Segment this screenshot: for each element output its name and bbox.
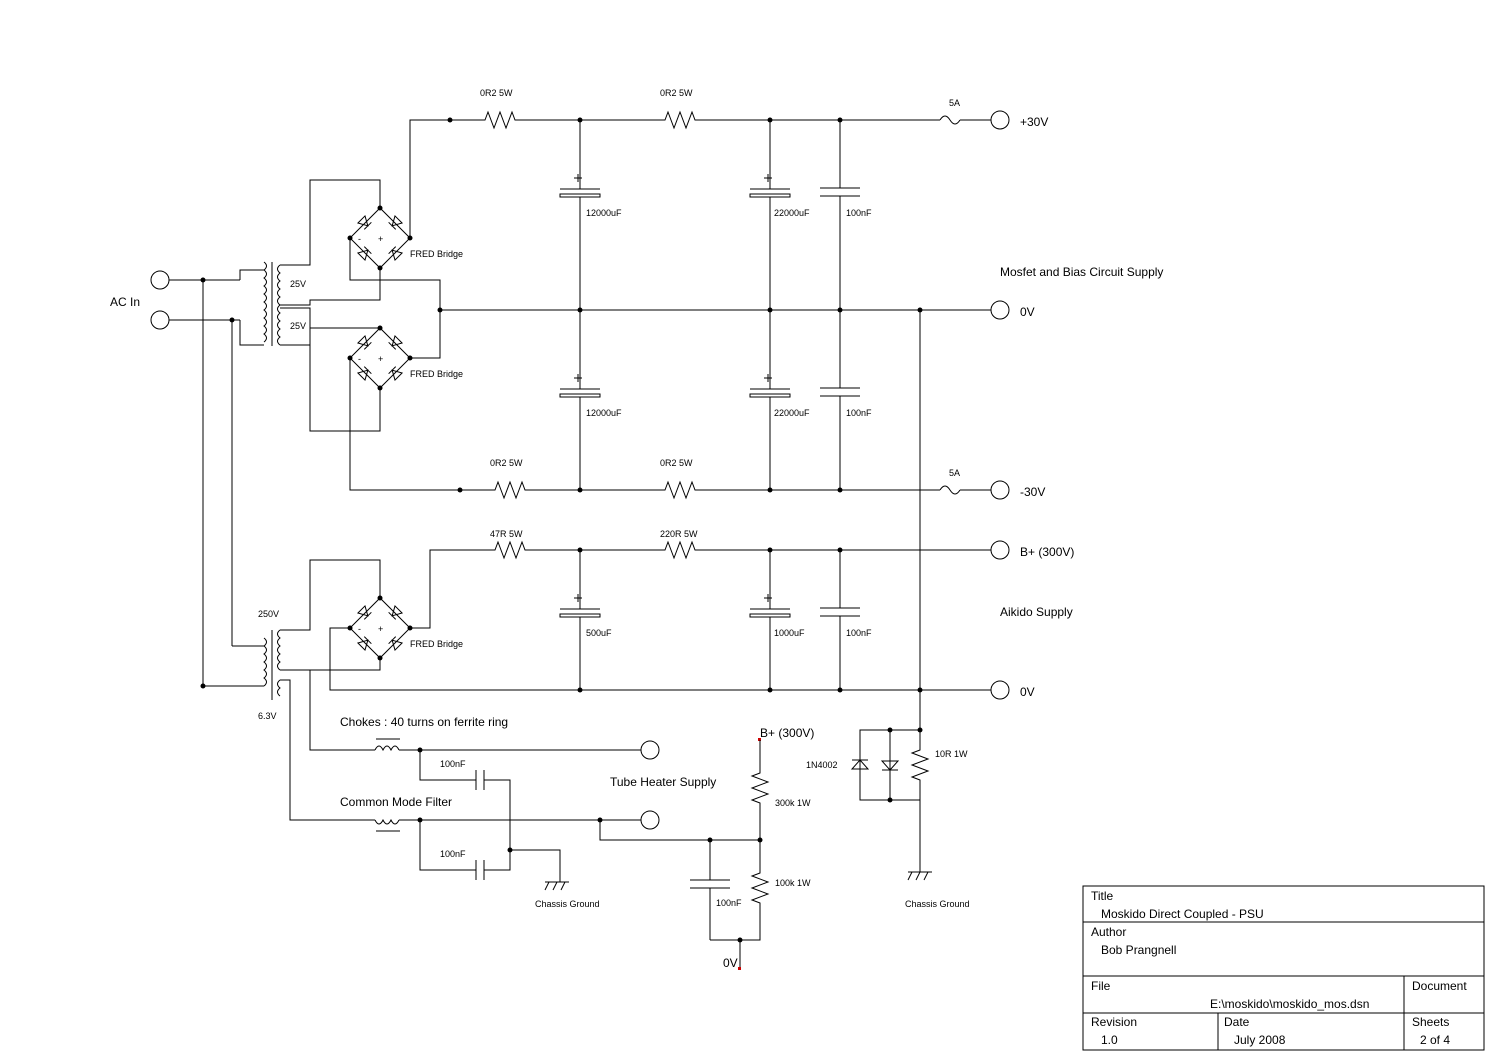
r2-label: 0R2 5W [660, 88, 693, 98]
c7-label: 500uF [586, 628, 612, 638]
title-block: Title Moskido Direct Coupled - PSU Autho… [1082, 885, 1485, 1051]
heater-terminal-1[interactable] [640, 740, 660, 760]
r1-label: 0R2 5W [480, 88, 513, 98]
heater-supply-label: Tube Heater Supply [610, 775, 716, 789]
pos30-label: +30V [1020, 115, 1048, 129]
bridge-3: - + FRED Bridge [329, 549, 580, 691]
zero-v-ref-label: 0V [723, 956, 738, 970]
sec-25v-a-label: 25V [290, 279, 306, 289]
ac-input: AC In [110, 269, 264, 689]
c6-label: 100nF [846, 408, 872, 418]
aikido-supply-label: Aikido Supply [1000, 605, 1073, 619]
chassis-ground-1-label: Chassis Ground [535, 899, 600, 909]
zero-v-a-label: 0V [1020, 305, 1035, 319]
transformer-1: 25V 25V [263, 179, 381, 432]
tb-document-label: Document [1412, 979, 1467, 993]
cap-hf2-label: 100nF [440, 849, 466, 859]
bridge-3-label: FRED Bridge [410, 639, 463, 649]
bplus-rail: 47R 5W 220R 5W B+ (300V) Aikido Supply 5… [489, 529, 1074, 700]
tb-file-value: E:\moskido\moskido_mos.dsn [1210, 997, 1369, 1011]
tb-file-label: File [1091, 979, 1111, 993]
sec-250v-label: 250V [258, 609, 279, 619]
bplus-label: B+ (300V) [1020, 545, 1074, 559]
svg-text:-: - [358, 624, 361, 634]
r4-label: 0R2 5W [660, 458, 693, 468]
bridge-1-label: FRED Bridge [410, 249, 463, 259]
tb-sheets-label: Sheets [1412, 1015, 1449, 1029]
r-10r-label: 10R 1W [935, 749, 968, 759]
neg30-terminal[interactable] [990, 480, 1010, 500]
c2-label: 22000uF [774, 208, 810, 218]
c3-label: 100nF [846, 208, 872, 218]
ac-in-label: AC In [110, 295, 140, 309]
fuse-neg-label: 5A [949, 468, 960, 478]
ac-terminal-1[interactable] [150, 270, 170, 290]
heater-supply: Chokes : 40 turns on ferrite ring Common… [340, 715, 814, 970]
bridge-2-label: FRED Bridge [410, 369, 463, 379]
transformer-2: 250V 6.3V [258, 559, 381, 821]
svg-text:-: - [358, 234, 361, 244]
cap-hf1-label: 100nF [440, 759, 466, 769]
zero-rail-a: 0V Mosfet and Bias Circuit Supply [440, 265, 1163, 320]
c4-label: 12000uF [586, 408, 622, 418]
r-100k-label: 100k 1W [775, 878, 811, 888]
bplus-ref-label: B+ (300V) [760, 726, 814, 740]
svg-text:+: + [378, 234, 383, 244]
chassis-ground-2-label: Chassis Ground [905, 899, 970, 909]
c1-label: 12000uF [586, 208, 622, 218]
neg30-label: -30V [1020, 485, 1045, 499]
svg-text:+: + [378, 624, 383, 634]
tb-sheets-value: 2 of 4 [1420, 1033, 1450, 1047]
r-300k-label: 300k 1W [775, 798, 811, 808]
bridge-2: - + FRED Bridge [347, 307, 463, 491]
ac-terminal-2[interactable] [150, 310, 170, 330]
fuse-pos-label: 5A [949, 98, 960, 108]
c5-label: 22000uF [774, 408, 810, 418]
tb-author-label: Author [1091, 925, 1126, 939]
zero-v-terminal-a[interactable] [990, 300, 1010, 320]
c8-label: 1000uF [774, 628, 805, 638]
tb-title-value: Moskido Direct Coupled - PSU [1101, 907, 1264, 921]
c9-label: 100nF [846, 628, 872, 638]
cap-hf3-label: 100nF [716, 898, 742, 908]
heater-terminal-2[interactable] [640, 810, 660, 830]
tb-date-value: July 2008 [1234, 1033, 1286, 1047]
pos30-rail: 0R2 5W 0R2 5W 5A +30V 12000uF 22000uF 10… [447, 88, 1048, 310]
mosfet-supply-label: Mosfet and Bias Circuit Supply [1000, 265, 1163, 279]
svg-text:-: - [358, 354, 361, 364]
zero-v-terminal-b[interactable] [990, 680, 1010, 700]
bplus-terminal[interactable] [990, 540, 1010, 560]
neg30-rail: 12000uF 22000uF 100nF 0R2 5W 0R2 5W 5A -… [457, 310, 1045, 500]
r3-label: 0R2 5W [490, 458, 523, 468]
bridge-1: - + FRED Bridge [347, 119, 463, 310]
r6-label: 220R 5W [660, 529, 698, 539]
r5-label: 47R 5W [490, 529, 523, 539]
pos30-terminal[interactable] [990, 110, 1010, 130]
svg-text:+: + [378, 354, 383, 364]
tb-revision-label: Revision [1091, 1015, 1137, 1029]
sec-25v-b-label: 25V [290, 321, 306, 331]
ground-link: 1N4002 10R 1W Chassis Ground [806, 310, 970, 909]
diode-label: 1N4002 [806, 760, 838, 770]
zero-v-b-label: 0V [1020, 685, 1035, 699]
tb-title-label: Title [1091, 889, 1114, 903]
tb-author-value: Bob Prangnell [1101, 943, 1176, 957]
chokes-note: Chokes : 40 turns on ferrite ring [340, 715, 508, 729]
sec-6v3-label: 6.3V [258, 711, 277, 721]
tb-date-label: Date [1224, 1015, 1250, 1029]
cm-filter-label: Common Mode Filter [340, 795, 452, 809]
tb-revision-value: 1.0 [1101, 1033, 1118, 1047]
